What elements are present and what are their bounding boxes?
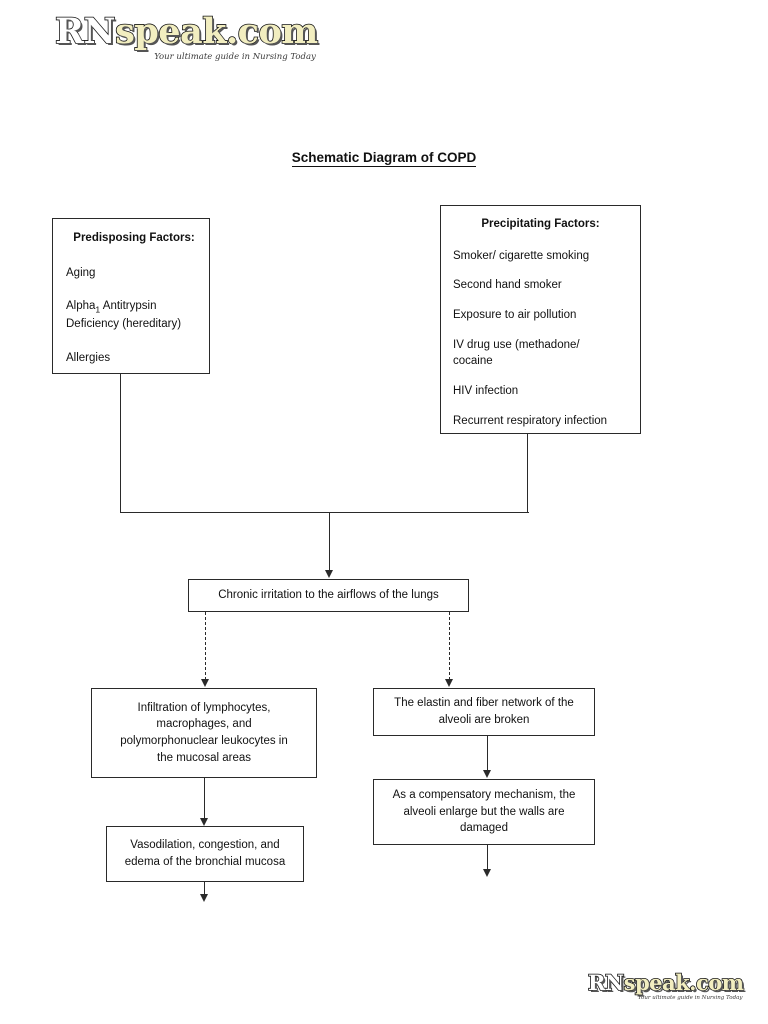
rnspeak-logo-footer: RNspeak.com Your ultimate guide in Nursi… xyxy=(587,970,745,1001)
logo-tagline: Your ultimate guide in Nursing Today xyxy=(154,52,316,62)
box-vasodilation: Vasodilation, congestion, and edema of t… xyxy=(106,826,304,882)
arrowhead-vasodilation-continues xyxy=(200,894,208,902)
list-item: Smoker/ cigarette smoking xyxy=(453,249,590,262)
box-compensatory-mechanism: As a compensatory mechanism, the alveoli… xyxy=(373,779,595,845)
box-chronic-irritation: Chronic irritation to the airflows of th… xyxy=(188,579,469,612)
rnspeak-logo-header: RNspeak.com Your ultimate guide in Nursi… xyxy=(54,11,319,62)
box-predisposing-heading: Predisposing Factors: xyxy=(73,232,195,244)
arrowhead-to-chronic xyxy=(325,570,333,578)
list-item: HIV infection xyxy=(453,385,519,398)
list-item: IV drug use (methadone/ cocaine xyxy=(453,338,580,368)
arrowhead-to-vasodilation xyxy=(200,818,208,826)
box-text: Chronic irritation to the airflows of th… xyxy=(218,589,439,602)
box-text: Vasodilation, congestion, and edema of t… xyxy=(124,839,286,868)
connector-merge-bar xyxy=(120,512,529,514)
connector-chronic-to-infiltration-dashed xyxy=(205,612,206,680)
box-text: As a compensatory mechanism, the alveoli… xyxy=(392,788,576,835)
connector-chronic-to-elastin-dashed xyxy=(449,612,450,680)
connector-predisposing-down xyxy=(120,374,122,513)
arrowhead-to-elastin xyxy=(445,679,453,687)
box-infiltration: Infiltration of lymphocytes, macrophages… xyxy=(91,688,317,778)
connector-elastin-to-compensatory xyxy=(487,736,489,771)
box-precipitating-items: Smoker/ cigarette smoking Second hand sm… xyxy=(441,248,640,430)
connector-compensatory-continues xyxy=(487,845,489,872)
box-text: Infiltration of lymphocytes, macrophages… xyxy=(120,701,288,764)
list-item: Recurrent respiratory infection xyxy=(453,414,608,427)
list-item: Exposure to air pollution xyxy=(453,309,577,322)
box-chronic-irritation-content: Chronic irritation to the airflows of th… xyxy=(189,580,468,611)
list-item: Aging xyxy=(66,266,96,279)
page-title: Schematic Diagram of COPD xyxy=(0,150,768,167)
arrowhead-compensatory-continues xyxy=(483,869,491,877)
box-precipitating-factors: Precipitating Factors: Smoker/ cigarette… xyxy=(440,205,641,434)
logo-wordmark-speak: speak.com xyxy=(623,970,745,995)
box-predisposing-factors: Predisposing Factors: Aging Alpha1 Antit… xyxy=(52,218,210,374)
logo-wordmark-rn: RN xyxy=(54,11,116,52)
connector-precipitating-down xyxy=(527,434,529,513)
logo-wordmark-speak: speak.com xyxy=(114,11,319,52)
box-precipitating-heading: Precipitating Factors: xyxy=(481,218,600,230)
box-text: The elastin and fiber network of the alv… xyxy=(394,697,574,726)
box-infiltration-content: Infiltration of lymphocytes, macrophages… xyxy=(92,689,316,777)
logo-wordmark: RNspeak.com xyxy=(54,11,319,52)
list-item: Allergies xyxy=(66,351,111,364)
connector-merge-to-chronic xyxy=(329,512,331,570)
logo-wordmark-rn: RN xyxy=(587,970,625,995)
list-item: Second hand smoker xyxy=(453,279,562,292)
page-title-text: Schematic Diagram of COPD xyxy=(291,150,477,167)
arrowhead-to-compensatory xyxy=(483,770,491,778)
logo-wordmark: RNspeak.com xyxy=(587,970,745,995)
box-compensatory-content: As a compensatory mechanism, the alveoli… xyxy=(374,780,594,844)
logo-tagline: Your ultimate guide in Nursing Today xyxy=(637,995,743,1001)
connector-infiltration-to-vasodilation xyxy=(204,778,206,819)
arrowhead-to-infiltration xyxy=(201,679,209,687)
connector-vasodilation-continues xyxy=(204,882,206,897)
box-elastin-content: The elastin and fiber network of the alv… xyxy=(374,689,594,735)
box-elastin-fiber-network: The elastin and fiber network of the alv… xyxy=(373,688,595,736)
box-vasodilation-content: Vasodilation, congestion, and edema of t… xyxy=(107,827,303,881)
